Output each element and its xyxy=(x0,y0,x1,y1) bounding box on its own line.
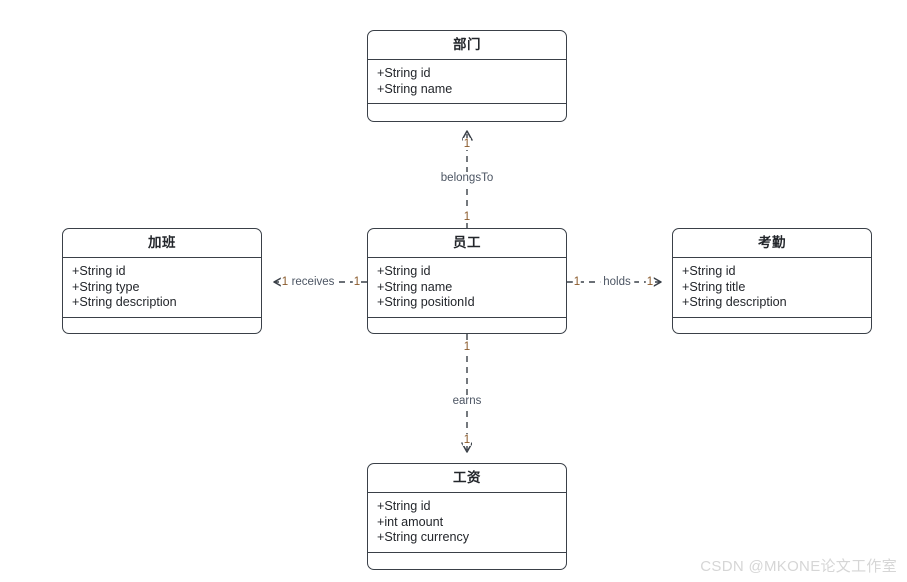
multiplicity-belongsTo-source: 1 xyxy=(462,211,472,223)
class-box-salary[interactable]: 工资 +String id +int amount +String curren… xyxy=(367,463,567,570)
class-attributes-attendance: +String id +String title +String descrip… xyxy=(673,258,871,318)
class-operations-department xyxy=(368,104,566,121)
class-title-employee: 员工 xyxy=(368,229,566,258)
attribute-row: +String id xyxy=(377,499,431,513)
csdn-watermark: CSDN @MKONE论文工作室 xyxy=(700,558,897,575)
class-attributes-employee: +String id +String name +String position… xyxy=(368,258,566,318)
attribute-row: +String description xyxy=(72,295,177,309)
class-title-attendance: 考勤 xyxy=(673,229,871,258)
multiplicity-holds-source: 1 xyxy=(572,276,582,288)
attribute-row: +String currency xyxy=(377,530,470,544)
attribute-row: +String id xyxy=(377,66,431,80)
attribute-row: +String id xyxy=(377,264,431,278)
attribute-row: +String title xyxy=(682,279,746,294)
attribute-row: +String positionId xyxy=(377,295,475,309)
attribute-row: +String name xyxy=(377,81,453,96)
attribute-row: +String id xyxy=(682,264,736,278)
class-title-overtime: 加班 xyxy=(63,229,261,258)
class-attributes-overtime: +String id +String type +String descript… xyxy=(63,258,261,318)
class-box-employee[interactable]: 员工 +String id +String name +String posit… xyxy=(367,228,567,334)
class-operations-employee xyxy=(368,318,566,334)
edge-label-holds: holds xyxy=(600,276,634,288)
class-operations-salary xyxy=(368,553,566,570)
attribute-row: +String name xyxy=(377,279,453,294)
class-title-salary: 工资 xyxy=(368,464,566,493)
attribute-row: +String description xyxy=(682,295,787,309)
class-attributes-salary: +String id +int amount +String currency xyxy=(368,493,566,553)
class-operations-attendance xyxy=(673,318,871,334)
class-box-department[interactable]: 部门 +String id +String name xyxy=(367,30,567,122)
edge-label-belongsTo: belongsTo xyxy=(437,172,497,184)
edge-label-receives: receives xyxy=(288,276,338,288)
multiplicity-holds-target: 1 xyxy=(645,276,655,288)
class-title-department: 部门 xyxy=(368,31,566,60)
class-box-overtime[interactable]: 加班 +String id +String type +String descr… xyxy=(62,228,262,334)
edge-label-earns: earns xyxy=(449,395,485,407)
attribute-row: +String type xyxy=(72,279,140,294)
class-box-attendance[interactable]: 考勤 +String id +String title +String desc… xyxy=(672,228,872,334)
class-operations-overtime xyxy=(63,318,261,334)
class-attributes-department: +String id +String name xyxy=(368,60,566,104)
multiplicity-belongsTo-target: 1 xyxy=(462,138,472,150)
multiplicity-receives-target: 1 xyxy=(280,276,290,288)
multiplicity-earns-source: 1 xyxy=(462,341,472,353)
attribute-row: +int amount xyxy=(377,514,444,529)
multiplicity-receives-source: 1 xyxy=(352,276,362,288)
attribute-row: +String id xyxy=(72,264,126,278)
multiplicity-earns-target: 1 xyxy=(462,434,472,446)
